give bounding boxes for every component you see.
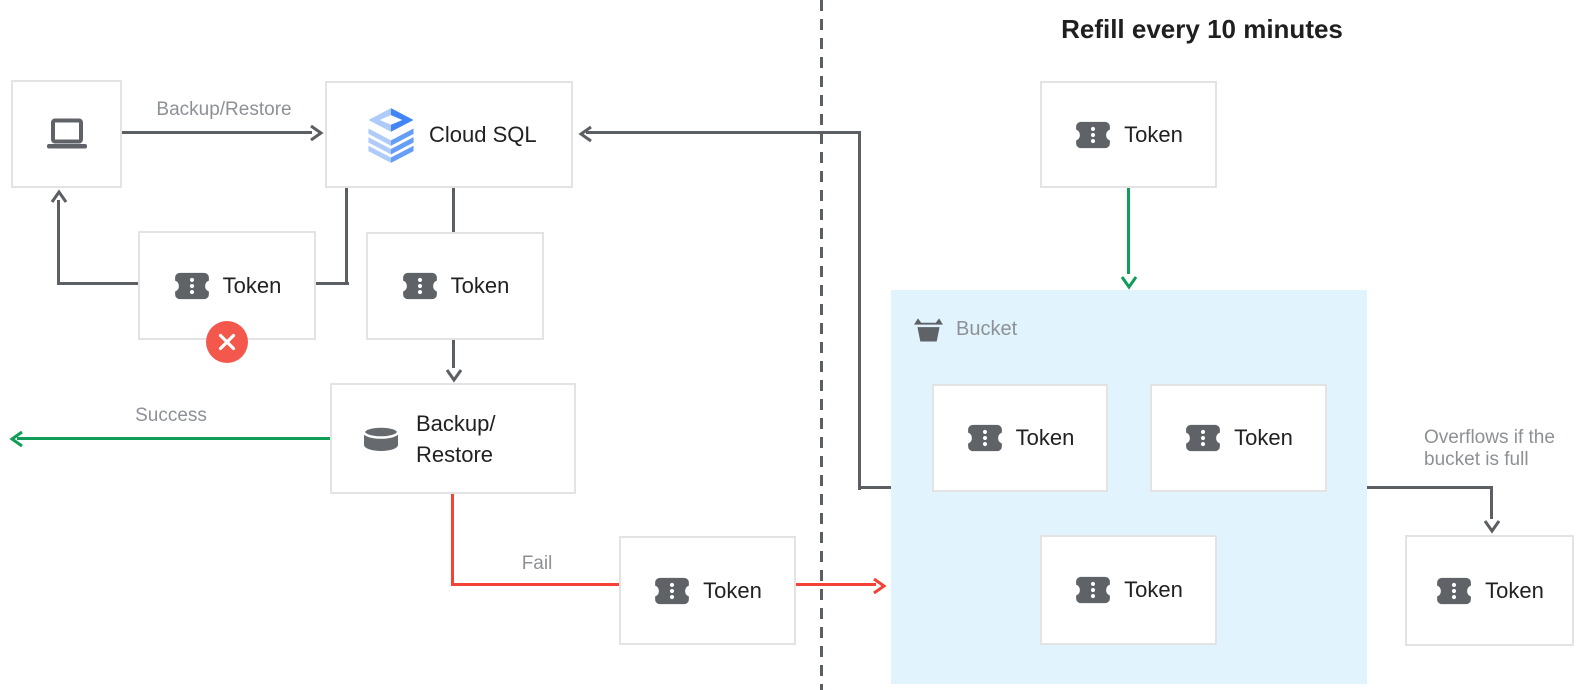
token-refill-node: Token [1040, 81, 1217, 188]
edge-cloudsql-to-token [452, 188, 455, 232]
bucket-header: Bucket [911, 316, 1017, 342]
token-request-node: Token [366, 232, 544, 340]
edge-fail-vertical [451, 494, 454, 586]
token-label: Token [1124, 577, 1183, 602]
cloud-sql-label: Cloud SQL [429, 121, 537, 147]
token-label: Token [450, 273, 510, 298]
token-fail-node: Token [619, 536, 796, 645]
success-label: Success [135, 405, 207, 426]
edge-cloudsql-to-rejected-vertical [345, 188, 348, 285]
edge-bucket-to-cloudsql-stub [858, 486, 891, 489]
bucket-token-2: Token [1150, 384, 1327, 492]
dashed-divider-line [820, 0, 823, 690]
bucket-icon [911, 316, 946, 342]
backup-restore-label-line2: Restore [416, 441, 494, 467]
token-icon [1435, 576, 1473, 606]
edge-fail-horizontal [451, 583, 619, 586]
bucket-label: Bucket [956, 317, 1018, 340]
overflow-note: Overflows if the bucket is full [1424, 427, 1555, 470]
edge-overflow-vertical [1490, 486, 1493, 519]
rejected-x-icon [206, 321, 248, 363]
arrowhead-into-backup [445, 369, 462, 383]
edge-bucket-to-cloudsql-vertical [858, 131, 861, 490]
edge-cloudsql-to-rejected-stub [316, 282, 349, 285]
edge-rejected-to-client-vertical [57, 200, 60, 285]
fail-label: Fail [521, 553, 553, 574]
token-label: Token [1124, 121, 1183, 147]
cloud-sql-node: Cloud SQL [325, 81, 573, 188]
arrowhead-refill-into-bucket [1120, 276, 1137, 290]
edge-bucket-to-cloudsql-top [586, 131, 860, 134]
edge-refill [1127, 188, 1130, 274]
edge-success [17, 437, 330, 440]
token-label: Token [1234, 425, 1293, 450]
edge-rejected-to-client-horizontal [57, 282, 138, 285]
edge-client-to-cloudsql [122, 131, 312, 134]
client-node [11, 80, 122, 188]
edge-token-to-backup [452, 340, 455, 368]
refill-title: Refill every 10 minutes [1061, 14, 1343, 44]
cloud-sql-icon [365, 106, 417, 164]
token-label: Token [222, 272, 282, 298]
edge-failtoken-to-bucket [796, 583, 876, 586]
token-label: Token [703, 577, 762, 603]
token-icon [1184, 423, 1222, 453]
arrowhead-overflow [1483, 520, 1500, 534]
token-overflow-node: Token [1405, 535, 1574, 646]
arrowhead-success [9, 430, 23, 447]
backup-restore-label-line1: Backup/ [416, 410, 496, 436]
database-icon [362, 425, 400, 453]
token-label: Token [1015, 425, 1075, 450]
backup-restore-label: Backup/ Restore [416, 408, 496, 470]
token-icon [653, 576, 691, 606]
token-icon [401, 271, 439, 301]
arrowhead-into-cloudsql-right [578, 125, 592, 142]
backup-restore-node: Backup/ Restore [330, 383, 576, 494]
token-icon [966, 423, 1004, 453]
arrowhead-into-cloudsql-left [310, 124, 324, 141]
arrowhead-fail-into-bucket [873, 577, 887, 595]
laptop-icon [45, 118, 89, 150]
bucket-token-1: Token [932, 384, 1108, 492]
backup-restore-edge-label: Backup/Restore [156, 99, 292, 120]
token-label: Token [1485, 577, 1544, 603]
token-icon [173, 271, 211, 301]
token-icon [1074, 575, 1112, 605]
bucket-token-3: Token [1040, 535, 1217, 645]
edge-overflow-horizontal [1367, 486, 1492, 489]
token-icon [1074, 120, 1112, 150]
arrowhead-into-client [50, 189, 67, 203]
x-glyph [218, 333, 236, 351]
